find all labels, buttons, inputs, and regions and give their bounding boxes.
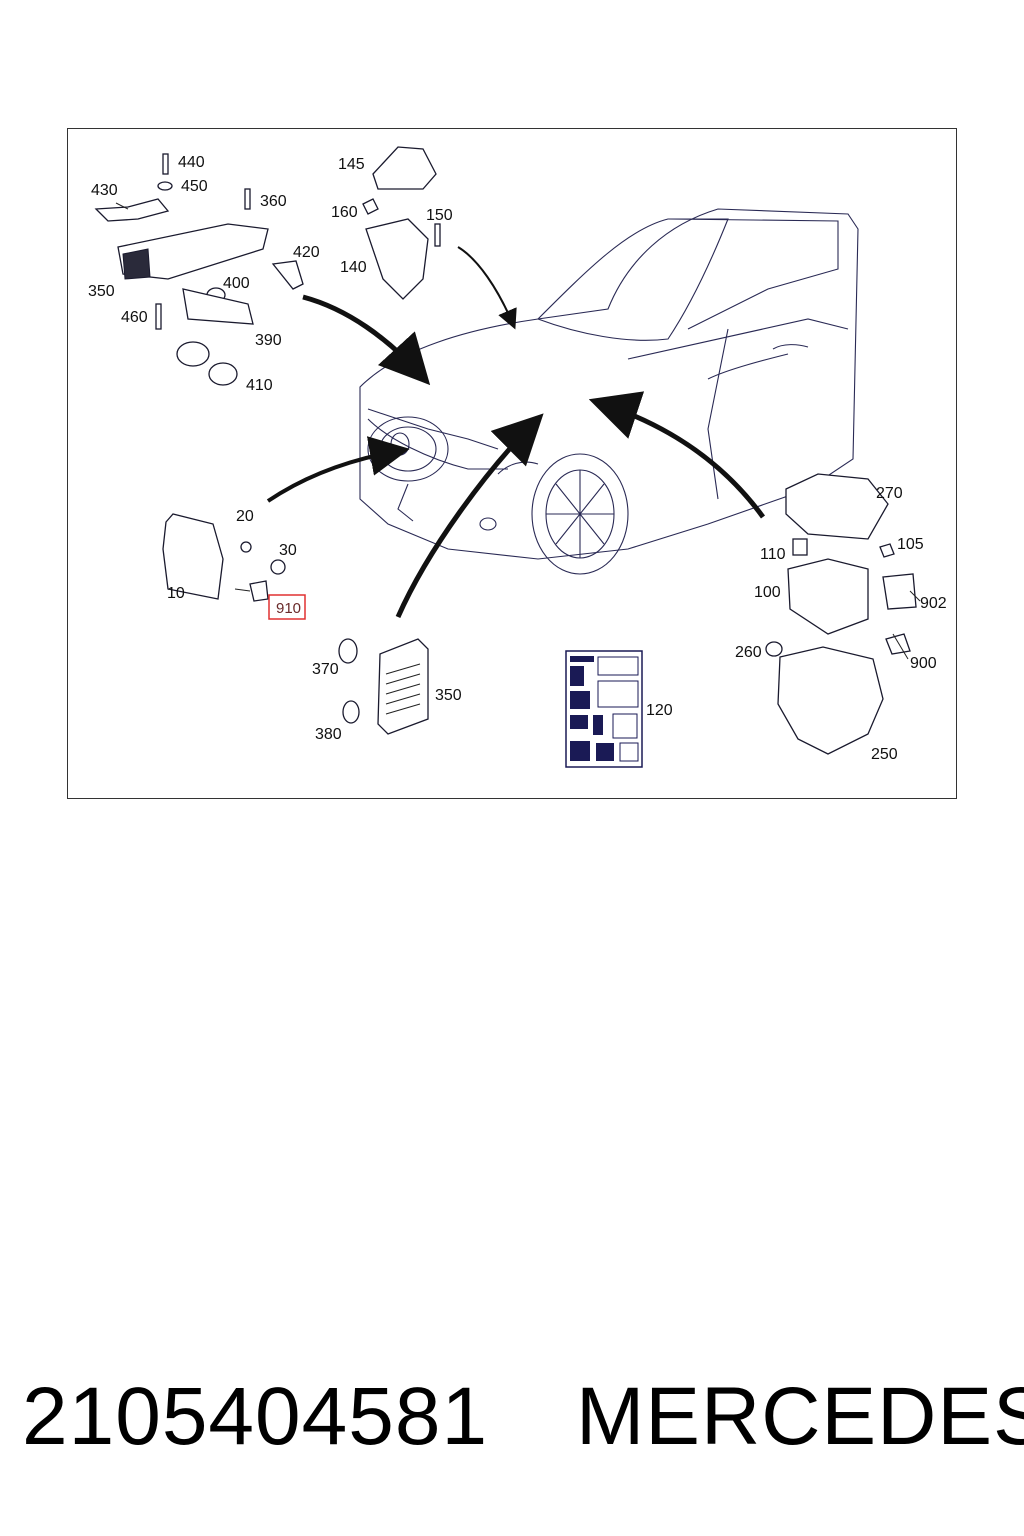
- callout-460: 460: [121, 309, 148, 326]
- leader-lines: [115, 202, 921, 660]
- screw-440: [162, 153, 169, 175]
- callout-10: 10: [167, 585, 185, 602]
- callout-370: 370: [312, 661, 339, 678]
- sensor-group: [362, 146, 441, 300]
- callout-260: 260: [735, 644, 762, 661]
- callout-100: 100: [754, 584, 781, 601]
- ring-410: [208, 362, 238, 386]
- nut-260: [765, 641, 783, 657]
- part-number: 2105404581: [22, 1371, 489, 1462]
- washer-450: [157, 181, 173, 191]
- callout-30: 30: [279, 542, 297, 559]
- cover-270: [785, 473, 889, 540]
- callout-270: 270: [876, 485, 903, 502]
- callout-140: 140: [340, 259, 367, 276]
- connector-380: [342, 700, 360, 724]
- callout-250: 250: [871, 746, 898, 763]
- callout-390: 390: [255, 332, 282, 349]
- screw-360: [244, 188, 251, 210]
- callout-145: 145: [338, 156, 365, 173]
- callout-380: 380: [315, 726, 342, 743]
- ecu-350: [377, 638, 429, 735]
- pointer-arrows: [266, 246, 766, 619]
- connector-370: [338, 638, 358, 664]
- housing-250: [777, 646, 884, 755]
- radar-sensor-10: [162, 513, 224, 600]
- callout-360: 360: [260, 193, 287, 210]
- label-900: [885, 633, 911, 655]
- ecu-group: [338, 638, 429, 735]
- screw-150: [434, 223, 441, 247]
- callout-120: 120: [646, 702, 673, 719]
- clip-20: [240, 541, 252, 553]
- nut-30: [270, 559, 286, 575]
- nut-160: [362, 198, 379, 215]
- relay-110: [792, 538, 808, 556]
- callout-150: 150: [426, 207, 453, 224]
- parts-diagram-frame: 440 450 430 360 350 420 400 460 390 410 …: [67, 128, 957, 799]
- callout-410: 410: [246, 377, 273, 394]
- info-label-sheet-120: [565, 650, 643, 768]
- vehicle-outline: [359, 208, 859, 575]
- callout-910: 910: [276, 600, 301, 617]
- callout-440: 440: [178, 154, 205, 171]
- module-350-top: [117, 223, 269, 280]
- callout-450: 450: [181, 178, 208, 195]
- callout-labels: 440 450 430 360 350 420 400 460 390 410 …: [88, 154, 947, 763]
- callout-902: 902: [920, 595, 947, 612]
- product-footer: 2105404581 MERCEDES: [0, 1370, 1024, 1480]
- clip-420: [271, 260, 304, 290]
- brand-name: MERCEDES: [576, 1371, 1024, 1462]
- bracket-430: [94, 198, 170, 222]
- callout-105: 105: [897, 536, 924, 553]
- callout-430: 430: [91, 182, 118, 199]
- engine-control-module-group: [94, 153, 304, 386]
- cover-145: [372, 146, 437, 190]
- callout-110: 110: [760, 546, 786, 563]
- fuse-holder-100: [787, 558, 869, 635]
- screw-460: [155, 303, 162, 330]
- callout-900: 900: [910, 655, 937, 672]
- fuse-105: [879, 543, 895, 558]
- callout-350-bottom: 350: [435, 687, 462, 704]
- callout-20: 20: [236, 508, 254, 525]
- fuse-box-group: [765, 473, 917, 755]
- label-910: [249, 580, 269, 602]
- callout-400: 400: [223, 275, 250, 292]
- parts-diagram: 440 450 430 360 350 420 400 460 390 410 …: [88, 146, 947, 768]
- callout-420: 420: [293, 244, 320, 261]
- callout-160: 160: [331, 204, 358, 221]
- sensor-140: [365, 218, 429, 300]
- radar-sensor-group: [162, 513, 286, 602]
- highlight-box-910: [268, 594, 306, 620]
- callout-350-top: 350: [88, 283, 115, 300]
- fuse-902: [882, 573, 917, 610]
- bracket-390: [182, 288, 254, 325]
